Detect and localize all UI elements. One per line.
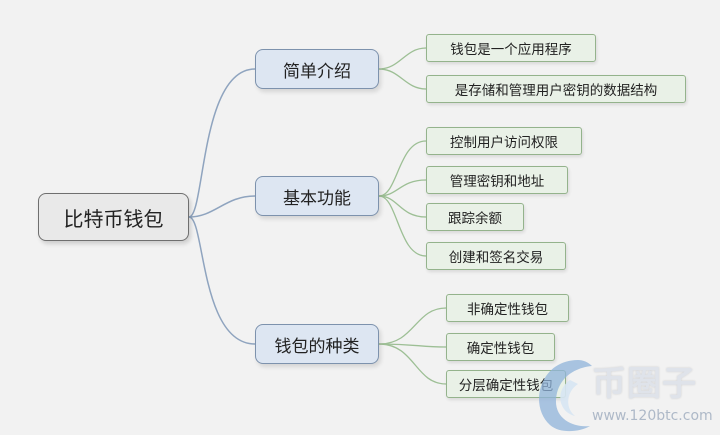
connector-root-kinds: [188, 216, 256, 345]
connector-func-1: [378, 179, 427, 197]
connector-func-3: [378, 195, 427, 257]
connector-kinds-0: [378, 307, 447, 345]
leaf-balance-tracking: 跟踪余额: [426, 203, 524, 231]
connector-func-2: [378, 195, 427, 218]
watermark-brand: 币圈子: [592, 364, 697, 404]
leaf-nondeterministic-wallet: 非确定性钱包: [446, 294, 569, 322]
leaf-key-data-structure: 是存储和管理用户密钥的数据结构: [426, 75, 686, 103]
category-wallet-types: 钱包的种类: [255, 324, 379, 364]
leaf-deterministic-wallet: 确定性钱包: [446, 333, 555, 361]
leaf-access-control: 控制用户访问权限: [426, 127, 582, 155]
leaf-create-sign-tx: 创建和签名交易: [426, 242, 566, 270]
connector-intro-1: [378, 68, 427, 90]
watermark-logo-icon: [539, 360, 592, 432]
category-functions: 基本功能: [255, 176, 379, 216]
root-node: 比特币钱包: [38, 193, 189, 241]
connector-kinds-1: [378, 343, 447, 348]
watermark-url: www.120btc.com: [592, 408, 713, 424]
category-intro: 简单介绍: [255, 49, 379, 89]
connector-root-func: [188, 195, 256, 218]
leaf-wallet-is-app: 钱包是一个应用程序: [426, 34, 596, 62]
leaf-key-address-management: 管理密钥和地址: [426, 166, 568, 194]
connector-kinds-2: [378, 343, 447, 385]
connector-intro-0: [378, 47, 427, 70]
connector-root-intro: [188, 68, 256, 218]
connector-func-0: [378, 140, 427, 197]
